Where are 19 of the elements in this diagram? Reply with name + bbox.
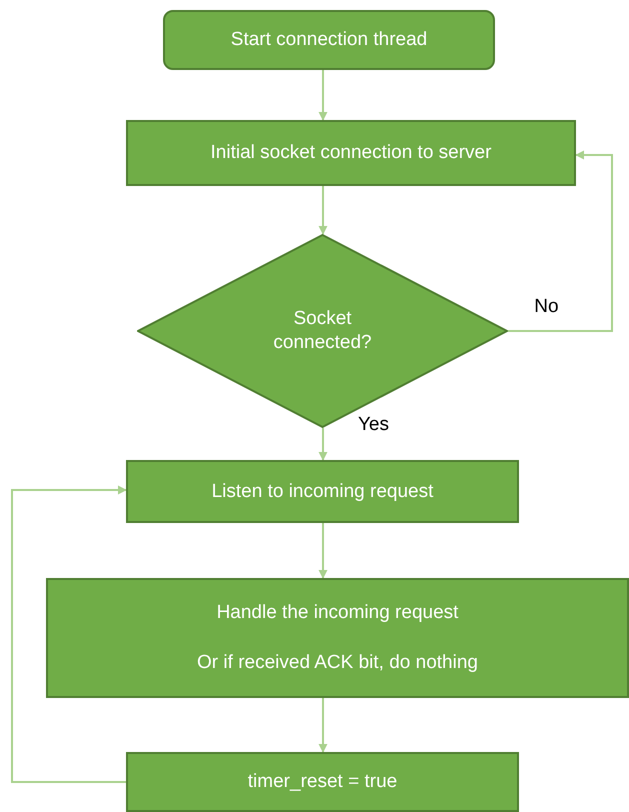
node-text: Or if received ACK bit, do nothing: [197, 651, 478, 675]
node-text: Socket connected?: [272, 307, 373, 355]
node-text: Initial socket connection to server: [210, 141, 492, 165]
arrow: [318, 698, 328, 753]
arrow: [508, 150, 613, 332]
process-box: [46, 578, 629, 698]
box-heading: Handle the incoming request: [216, 601, 458, 625]
process-box: [126, 460, 519, 523]
node-text: Start connection thread: [230, 28, 428, 52]
start-box: [163, 10, 495, 70]
arrow: [318, 523, 328, 579]
node-text: timer_reset = true: [248, 770, 398, 794]
arrow: [318, 186, 328, 235]
arrow: [318, 70, 328, 121]
process-box: [126, 120, 576, 186]
process-box: [126, 752, 519, 812]
node-text: Listen to incoming request: [212, 480, 434, 504]
arrow: [318, 428, 328, 461]
arrow: [11, 486, 127, 783]
